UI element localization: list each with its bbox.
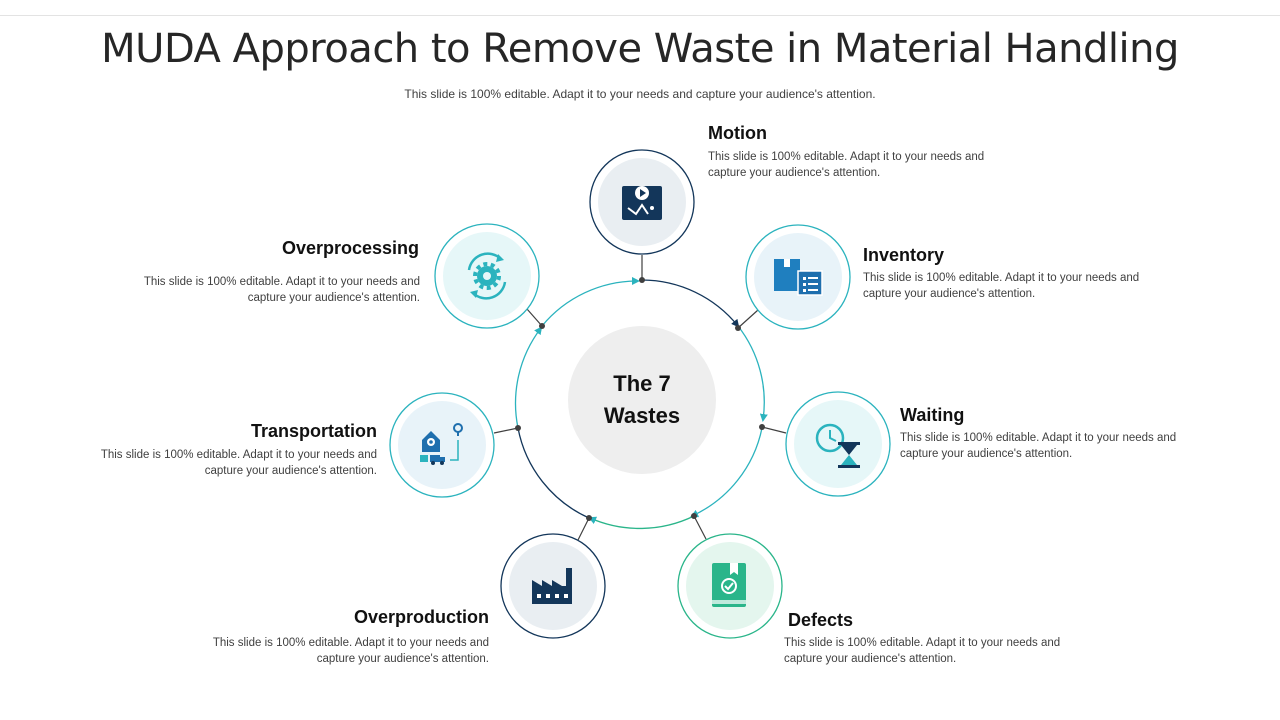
connector-dots [515, 277, 765, 521]
motion-description: This slide is 100% editable. Adapt it to… [708, 151, 985, 179]
defect-book-icon [712, 563, 746, 607]
overprocessing-heading: Overprocessing [281, 238, 419, 258]
waiting-description: This slide is 100% editable. Adapt it to… [900, 432, 1177, 460]
transport-route-icon [420, 423, 463, 465]
gear-cycle-icon [467, 252, 507, 300]
transportation-heading: Transportation [250, 421, 377, 441]
defects-description: This slide is 100% editable. Adapt it to… [784, 637, 1061, 665]
inventory-node [745, 224, 851, 330]
video-tracking-icon [622, 186, 662, 220]
clock-hourglass-icon [815, 423, 860, 468]
cycle-ring [514, 276, 768, 530]
motion-heading: Motion [708, 123, 767, 143]
inventory-description: This slide is 100% editable. Adapt it to… [863, 272, 1140, 300]
factory-icon [532, 568, 572, 604]
motion-node [589, 149, 695, 255]
transportation-description: This slide is 100% editable. Adapt it to… [100, 449, 377, 477]
overprocessing-node [434, 223, 540, 329]
center-label: The 7 Wastes [603, 371, 681, 428]
arc-transportation-overprocessing [514, 326, 543, 429]
arc-defects-overproduction [588, 515, 695, 530]
defects-heading: Defects [788, 610, 854, 630]
arc-motion-inventory [641, 279, 740, 328]
connectors [493, 255, 787, 541]
center-circle [568, 326, 716, 474]
transportation-node [389, 392, 495, 498]
arc-overprocessing-motion [541, 276, 640, 327]
arc-inventory-waiting [737, 325, 768, 422]
overproduction-description: This slide is 100% editable. Adapt it to… [212, 637, 489, 665]
defects-node [677, 533, 783, 639]
top-divider [0, 15, 1280, 16]
waiting-node [785, 391, 891, 497]
inventory-boxes-icon [774, 259, 823, 296]
arc-waiting-defects [690, 427, 763, 518]
waiting-heading: Waiting [900, 405, 965, 425]
overproduction-heading: Overproduction [353, 607, 489, 627]
overprocessing-description: This slide is 100% editable. Adapt it to… [143, 276, 420, 304]
slide-subtitle: This slide is 100% editable. Adapt it to… [404, 87, 876, 101]
overproduction-node [500, 533, 606, 639]
arc-overproduction-transportation [517, 427, 590, 519]
slide-title: MUDA Approach to Remove Waste in Materia… [101, 26, 1179, 72]
inventory-heading: Inventory [863, 245, 945, 265]
